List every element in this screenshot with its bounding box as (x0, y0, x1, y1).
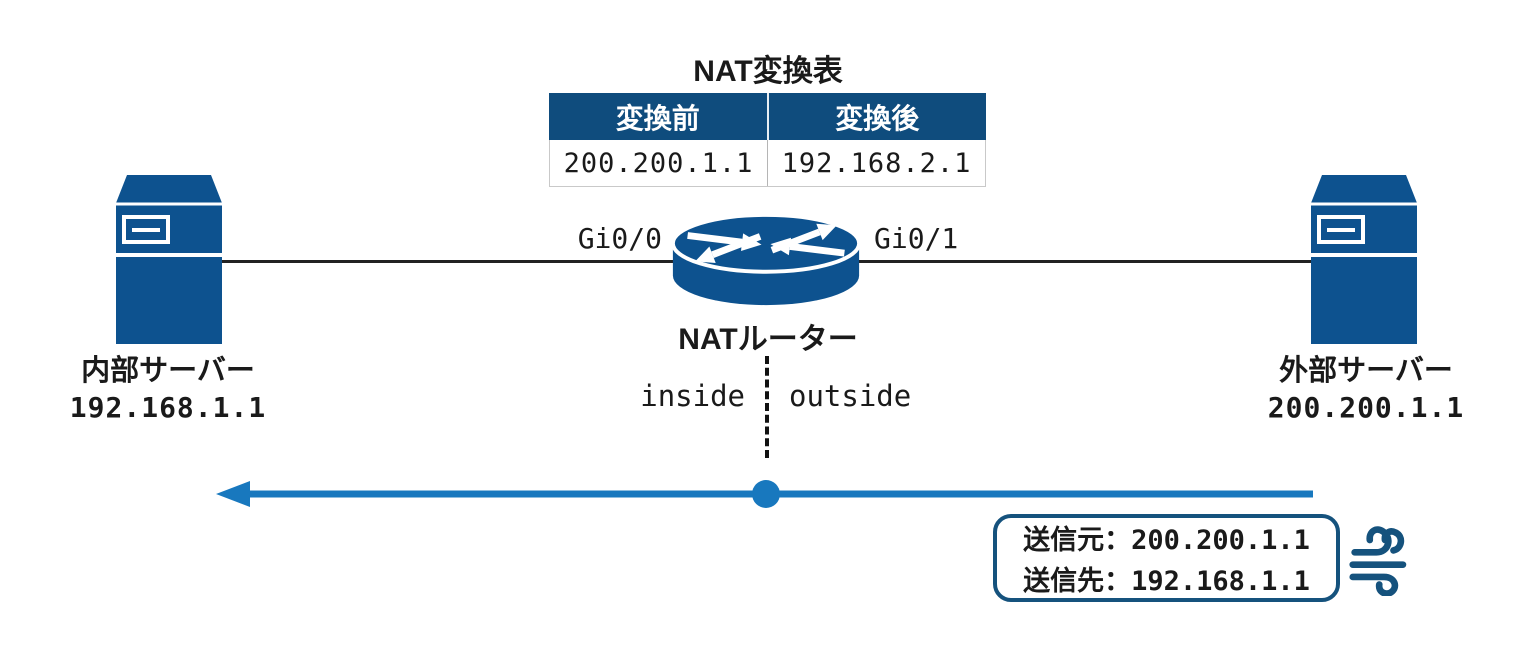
inside-outside-divider (765, 356, 769, 458)
arrowhead-left (216, 481, 250, 507)
nat-table-header-after: 変換後 (835, 102, 920, 134)
router-label: NATルーター (678, 323, 858, 356)
packet-position-dot (752, 480, 780, 508)
internal-server-icon (116, 175, 222, 344)
nat-table: 変換前 変換後 200.200.1.1 192.168.2.1 (549, 93, 986, 187)
packet-destination: 送信先：192.168.1.1 (1023, 566, 1310, 597)
external-server-label: 外部サーバー 200.200.1.1 (1206, 352, 1526, 426)
internal-server-ip: 192.168.1.1 (69, 391, 267, 424)
nat-table-cell-before: 200.200.1.1 (550, 140, 768, 186)
nat-table-header-row: 変換前 変換後 (549, 93, 986, 140)
external-server-icon (1311, 175, 1417, 344)
packet-flow-arrow (216, 480, 1313, 508)
external-server-ip: 200.200.1.1 (1267, 391, 1465, 424)
outside-label: outside (789, 379, 912, 413)
packet-info-box: 送信元：200.200.1.1 送信先：192.168.1.1 (993, 514, 1340, 602)
router-icon (670, 212, 862, 306)
nat-table-cell-after: 192.168.2.1 (781, 147, 972, 179)
packet-source: 送信元：200.200.1.1 (1023, 525, 1310, 556)
nat-table-data-row: 200.200.1.1 192.168.2.1 (549, 140, 986, 187)
nat-table-title: NAT変換表 (693, 55, 843, 88)
internal-server-label: 内部サーバー 192.168.1.1 (8, 352, 328, 426)
wind-icon (1349, 526, 1407, 596)
nat-table-header-before: 変換前 (549, 93, 769, 140)
inside-label: inside (640, 379, 745, 413)
interface-label-gi0-1: Gi0/1 (874, 222, 959, 255)
external-server-name: 外部サーバー (1279, 355, 1453, 387)
internal-server-name: 内部サーバー (81, 355, 255, 387)
interface-label-gi0-0: Gi0/0 (577, 222, 662, 255)
